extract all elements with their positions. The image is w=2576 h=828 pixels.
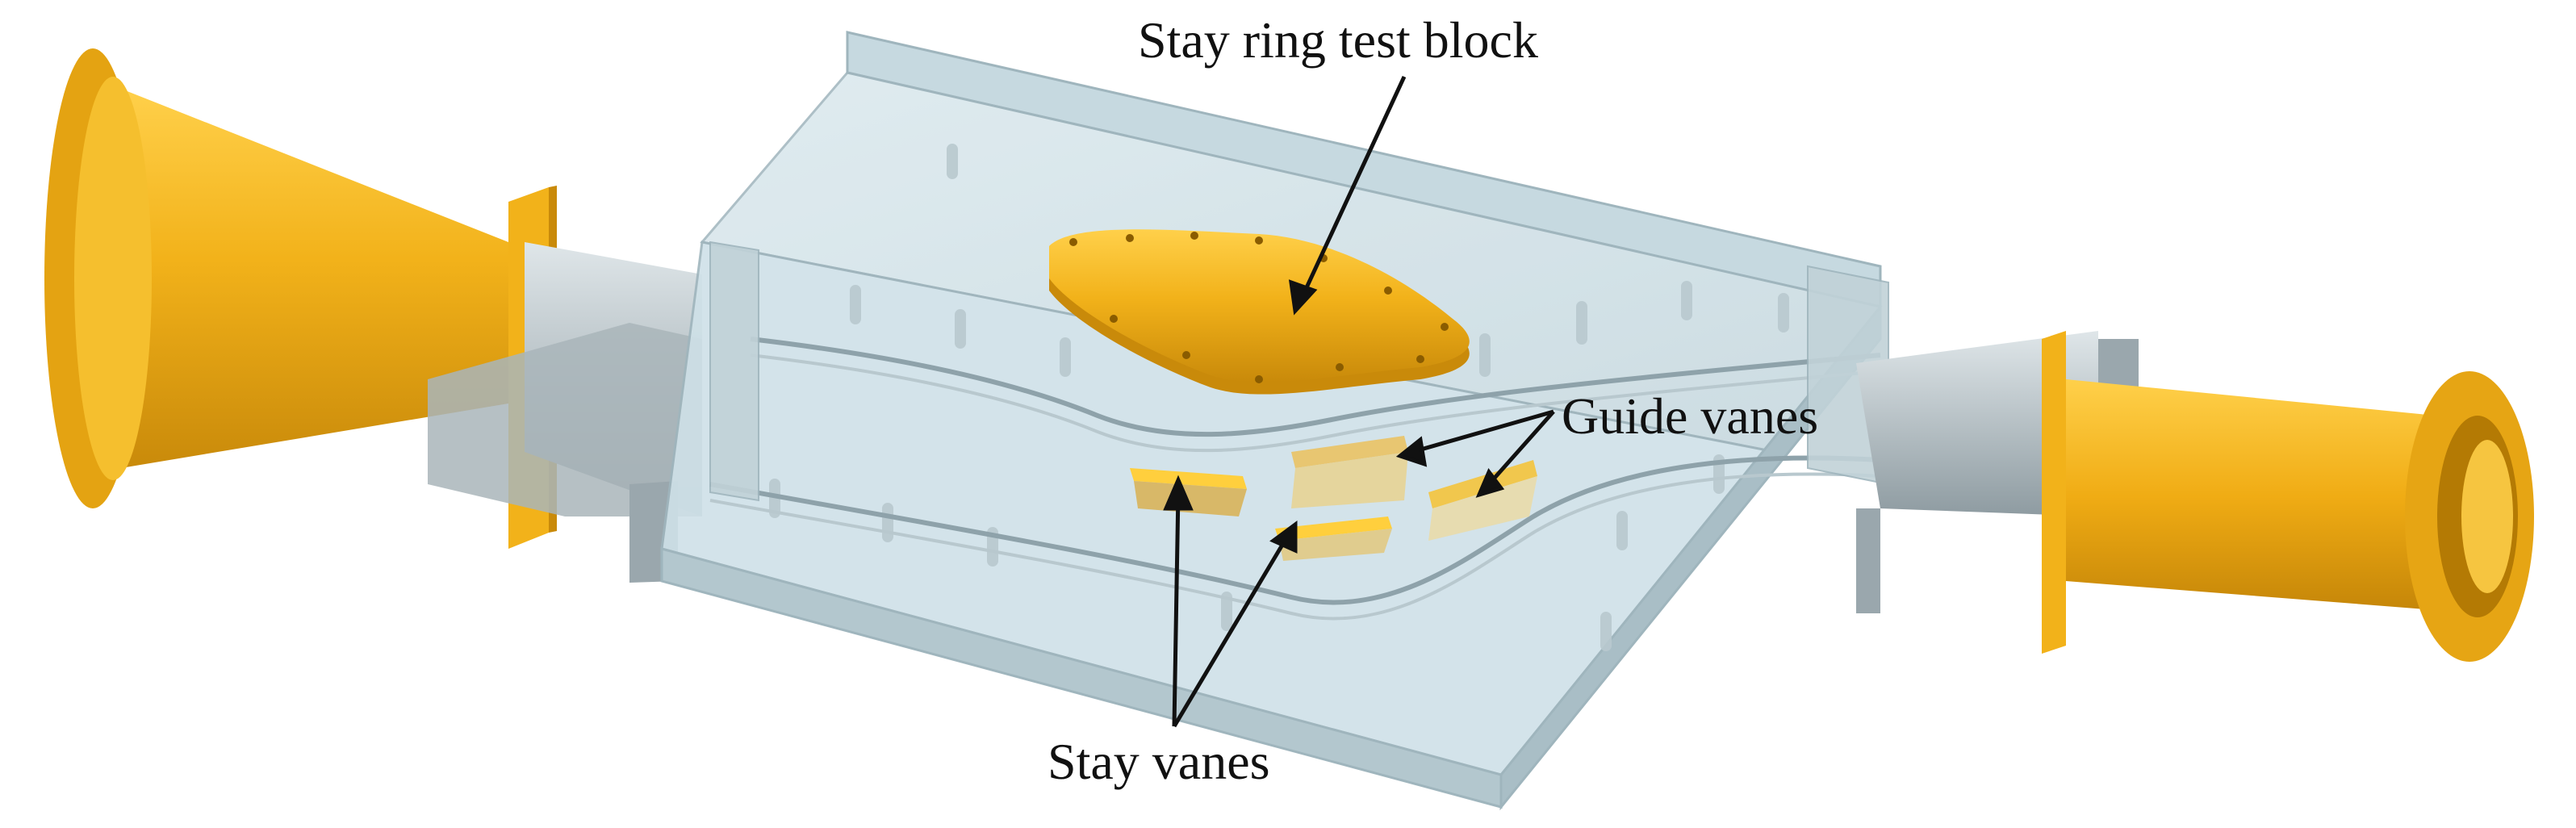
right-flange <box>2042 331 2534 662</box>
label-guide-vanes: Guide vanes <box>1562 387 1819 445</box>
stay-ring-test-block <box>1049 229 1470 395</box>
stay-vanes <box>1130 468 1392 561</box>
leader-lines <box>1163 75 1555 728</box>
transparent-test-box <box>660 31 1889 811</box>
label-stay-vanes: Stay vanes <box>1048 733 1270 790</box>
label-stay-ring-test-block: Stay ring test block <box>1138 11 1538 69</box>
guide-vanes <box>1291 436 1537 541</box>
